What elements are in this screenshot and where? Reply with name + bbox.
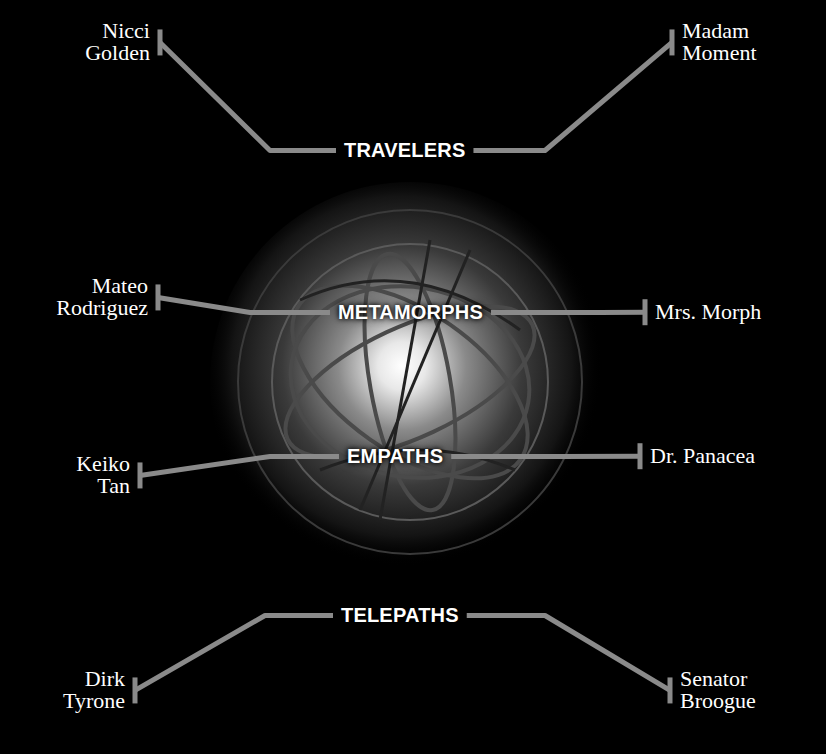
member-name: Dr. Panacea bbox=[650, 445, 755, 467]
orbit-lines bbox=[300, 240, 520, 520]
connector bbox=[473, 29, 672, 150]
group-text: EMPATHS bbox=[347, 445, 443, 468]
member-name: Keiko Tan bbox=[55, 453, 130, 498]
name-text: Dirk Tyrone bbox=[43, 668, 125, 713]
connector-line bbox=[491, 310, 645, 315]
connector-line bbox=[467, 616, 670, 691]
name-text: Madam Moment bbox=[682, 20, 777, 65]
name-text: Dr. Panacea bbox=[650, 445, 755, 467]
group-text: METAMORPHS bbox=[338, 301, 483, 324]
bracket-tick bbox=[670, 29, 675, 55]
orbit-ring bbox=[238, 210, 582, 554]
connector-line bbox=[135, 616, 333, 691]
connector-line bbox=[140, 457, 339, 476]
group-label: METAMORPHS bbox=[338, 301, 483, 324]
connector-line bbox=[158, 297, 330, 312]
member-name: Senator Broogue bbox=[680, 668, 780, 713]
connector-line bbox=[451, 454, 640, 459]
member-name: Nicci Golden bbox=[60, 20, 150, 65]
connector bbox=[491, 299, 645, 325]
name-text: Senator Broogue bbox=[680, 668, 780, 713]
member-name: Mrs. Morph bbox=[655, 301, 761, 323]
name-text: Nicci Golden bbox=[60, 20, 150, 65]
group-label: TELEPATHS bbox=[341, 604, 459, 627]
group-label: TRAVELERS bbox=[344, 139, 465, 162]
member-name: Madam Moment bbox=[682, 20, 777, 65]
bracket-tick bbox=[638, 443, 643, 469]
group-text: TRAVELERS bbox=[344, 139, 465, 162]
connector bbox=[140, 457, 339, 489]
bracket-tick bbox=[156, 284, 161, 310]
name-text: Keiko Tan bbox=[55, 453, 130, 498]
member-name: Dirk Tyrone bbox=[43, 668, 125, 713]
bracket-tick bbox=[158, 29, 163, 55]
bracket-tick bbox=[643, 299, 648, 325]
name-text: Mateo Rodriguez bbox=[30, 275, 148, 320]
bracket-tick bbox=[133, 677, 138, 703]
orbit-bands bbox=[259, 247, 560, 517]
member-name: Mateo Rodriguez bbox=[30, 275, 148, 320]
bracket-tick bbox=[138, 462, 143, 488]
connector bbox=[467, 616, 670, 704]
group-label: EMPATHS bbox=[347, 445, 443, 468]
group-text: TELEPATHS bbox=[341, 604, 459, 627]
connector-line bbox=[160, 42, 336, 150]
name-text: Mrs. Morph bbox=[655, 301, 761, 323]
connector bbox=[451, 443, 640, 469]
bracket-tick bbox=[668, 677, 673, 703]
connector bbox=[160, 29, 336, 150]
connector bbox=[158, 284, 330, 312]
connector-line bbox=[473, 42, 672, 150]
sphere-glow bbox=[210, 182, 610, 582]
connector bbox=[135, 616, 333, 704]
